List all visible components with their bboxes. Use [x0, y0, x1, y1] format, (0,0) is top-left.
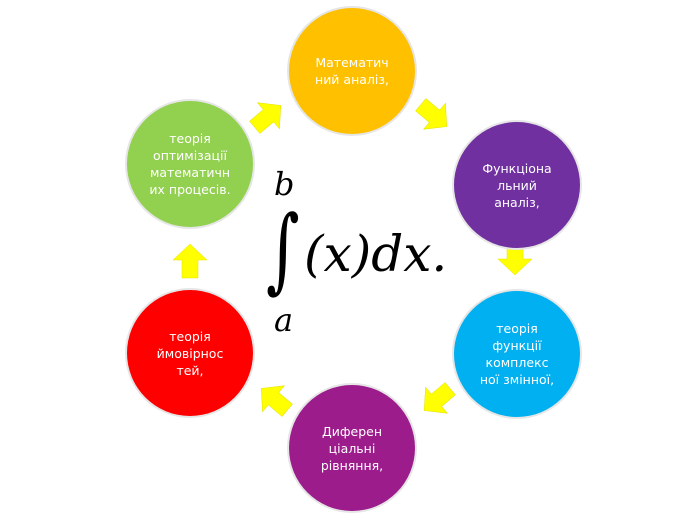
node-label-line: теорія: [169, 328, 211, 344]
node-label-line: функції: [492, 338, 542, 353]
arrow-icon: [249, 374, 299, 424]
node-math-analysis: Математич ний аналіз,: [289, 8, 415, 134]
integrand: (x)dx.: [304, 225, 448, 283]
node-label-line: ний аналіз,: [315, 72, 389, 87]
arrow-icon: [243, 91, 293, 141]
node-label-line: оптимізації: [153, 148, 227, 163]
node-complex-functions: теорія функції комплекс ної змінної,: [454, 291, 580, 417]
node-label-line: рівняння,: [320, 457, 384, 473]
arrow-icon: [172, 243, 208, 279]
arrow-icon: [409, 91, 459, 141]
node-label-line: комплекс: [485, 355, 549, 370]
node-label-line: ної змінної,: [479, 372, 555, 387]
node-label-line: теорія: [169, 131, 211, 146]
node-label-line: математичн: [149, 165, 231, 180]
node-label-line: Диферен: [321, 423, 383, 439]
node-label-line: теорія: [496, 321, 538, 336]
integral-upper-limit: b: [274, 165, 295, 203]
node-label-line: льний: [497, 177, 537, 193]
node-label-line: ймовірнос: [156, 345, 224, 361]
node-label-line: их процесів.: [149, 182, 231, 197]
integral-lower-limit: a: [274, 301, 294, 339]
node-optimization: теорія оптимізації математичн их процесів.: [127, 101, 253, 227]
node-label-line: Математич: [315, 55, 389, 70]
integral-sign: ∫: [266, 196, 300, 303]
node-label-line: ціальні: [328, 440, 376, 456]
node-label-line: тей,: [176, 362, 204, 378]
node-label-line: Функціона: [482, 160, 552, 176]
arrow-icon: [412, 375, 462, 425]
node-label-line: аналіз,: [494, 194, 540, 210]
